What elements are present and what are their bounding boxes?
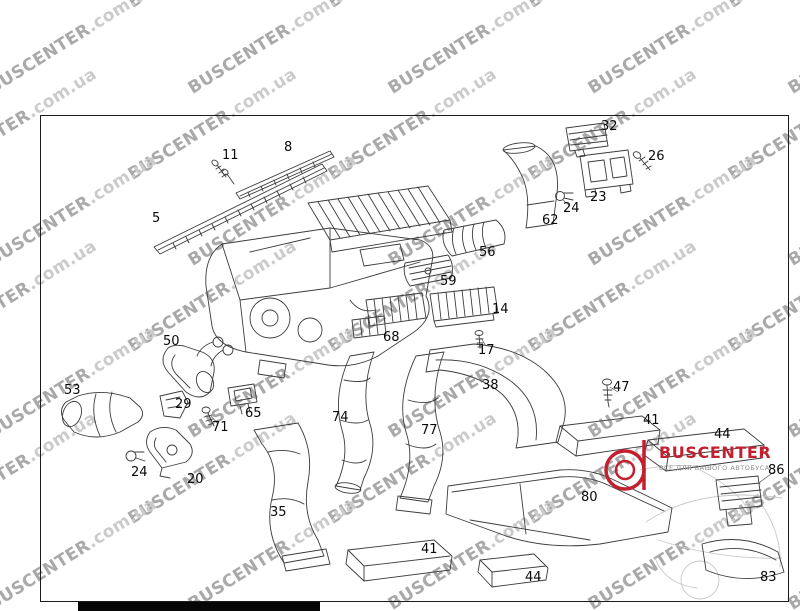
duct-50	[162, 344, 215, 398]
screws-11-icon	[211, 159, 235, 185]
duct-56	[442, 219, 506, 257]
vent-86	[715, 475, 763, 527]
vehicle-silhouette	[639, 464, 783, 600]
vent-68	[351, 292, 427, 339]
bottom-bar	[78, 602, 320, 611]
duct-83	[701, 539, 785, 579]
buscenter-logo: BUSCENTER ВСЕ ДЛЯ ВАШОГО АВТОБУСА	[600, 436, 794, 496]
screw-26-icon	[632, 151, 652, 171]
bracket-20	[146, 427, 193, 479]
vent-32	[565, 122, 609, 158]
duct-35	[253, 422, 331, 572]
duct-80	[445, 469, 673, 547]
duct-62	[502, 142, 558, 229]
trim-strip-8	[235, 150, 335, 200]
panel-44-bottom	[477, 553, 549, 588]
screw-17-icon	[474, 330, 484, 349]
duct-74	[334, 351, 375, 494]
hvac-unit	[196, 185, 453, 379]
bulb-24-left-icon	[125, 450, 146, 462]
logo-tagline: ВСЕ ДЛЯ ВАШОГО АВТОБУСА	[659, 463, 770, 472]
vent-14	[429, 286, 499, 328]
trim-strip-5	[153, 163, 328, 255]
bulb-24-top-icon	[555, 191, 574, 201]
clip-65	[227, 383, 258, 415]
screw-47-icon	[602, 378, 613, 408]
bracket-29	[159, 390, 189, 419]
vent-59	[403, 254, 453, 287]
housing-23	[579, 149, 634, 198]
panel-41-bottom	[345, 539, 453, 582]
leader-lines	[210, 199, 775, 483]
logo-name: BUSCENTER	[659, 443, 772, 462]
screw-71-icon	[201, 406, 215, 427]
duct-53	[61, 391, 143, 438]
duct-44-right	[643, 428, 765, 472]
buscenter-emblem-icon	[604, 440, 646, 491]
duct-38	[425, 343, 566, 449]
duct-41-right	[555, 415, 661, 457]
duct-77	[395, 351, 445, 515]
